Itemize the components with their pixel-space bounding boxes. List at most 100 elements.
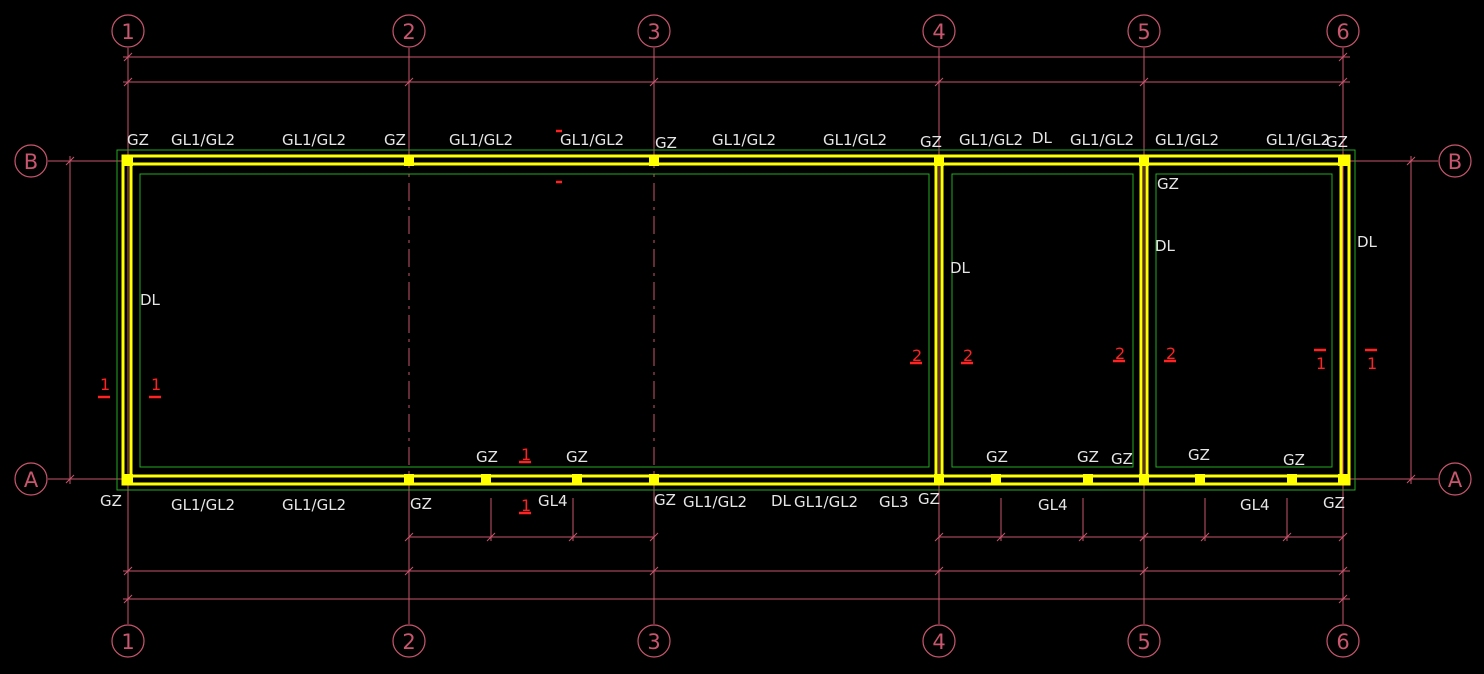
grid-lines <box>48 48 1438 624</box>
member-label: DL <box>950 259 971 277</box>
column-square <box>649 474 659 484</box>
column-square <box>123 474 133 484</box>
section-number: 2 <box>963 346 973 365</box>
member-label: GZ <box>918 490 940 508</box>
member-label: GZ <box>410 495 432 513</box>
member-label: GL1/GL2 <box>282 131 346 149</box>
dim-tick <box>1338 594 1348 604</box>
member-label: DL <box>1032 129 1053 147</box>
dim-tick <box>934 566 944 576</box>
member-label: GZ <box>1111 450 1133 468</box>
member-label: GZ <box>384 131 406 149</box>
column-square <box>1083 474 1093 484</box>
dim-tick <box>123 77 133 87</box>
column-square <box>572 474 582 484</box>
dim-tick <box>1338 532 1348 542</box>
member-label: GL1/GL2 <box>171 131 235 149</box>
member-label: GL1/GL2 <box>794 493 858 511</box>
member-label: GZ <box>566 448 588 466</box>
room-outline <box>951 173 1134 468</box>
section-number: 1 <box>1316 354 1326 373</box>
member-label: DL <box>140 291 161 309</box>
room-outline <box>1155 173 1333 468</box>
member-label: GL1/GL2 <box>282 496 346 514</box>
axis-label: B <box>24 150 38 174</box>
columns <box>123 156 1348 484</box>
dim-tick <box>1139 532 1149 542</box>
column-square <box>1195 474 1205 484</box>
axis-bubble <box>1127 14 1161 48</box>
dim-tick <box>123 52 133 62</box>
axis-bubble <box>14 144 48 178</box>
dim-tick <box>65 156 75 166</box>
dim-tick <box>1338 52 1348 62</box>
dim-tick <box>1406 474 1416 484</box>
member-label: GZ <box>1283 451 1305 469</box>
axis-label: 5 <box>1137 20 1150 44</box>
member-label: GL1/GL2 <box>171 496 235 514</box>
section-number: 1 <box>1367 354 1377 373</box>
section-number: 2 <box>1115 344 1125 363</box>
outer-wall-inner <box>129 162 1343 478</box>
axis-label: 3 <box>647 630 660 654</box>
column-square <box>404 156 414 166</box>
dim-tick <box>1406 156 1416 166</box>
axis-bubble <box>637 624 671 658</box>
column-square <box>404 474 414 484</box>
member-label: GL1/GL2 <box>449 131 513 149</box>
column-square <box>481 474 491 484</box>
axis-bubble <box>111 14 145 48</box>
axis-label: 2 <box>402 20 415 44</box>
column-square <box>1139 474 1149 484</box>
dim-tick <box>1139 77 1149 87</box>
member-label: GL1/GL2 <box>683 493 747 511</box>
column-square <box>1139 156 1149 166</box>
dim-tick <box>123 566 133 576</box>
dim-tick <box>649 532 659 542</box>
dim-tick <box>65 474 75 484</box>
dim-tick <box>1282 532 1292 542</box>
dim-tick <box>1139 566 1149 576</box>
member-label: GZ <box>654 491 676 509</box>
section-number: 2 <box>912 346 922 365</box>
axis-label: 4 <box>932 630 945 654</box>
column-square <box>934 474 944 484</box>
axis-label: 3 <box>647 20 660 44</box>
column-square <box>991 474 1001 484</box>
member-label: GL4 <box>1240 496 1270 514</box>
axis-label: 4 <box>932 20 945 44</box>
member-label: GZ <box>920 133 942 151</box>
axis-bubble <box>1438 462 1472 496</box>
dim-tick <box>934 77 944 87</box>
dim-tick <box>1338 77 1348 87</box>
outline-green <box>116 149 1356 491</box>
axis-label: 1 <box>121 630 134 654</box>
member-label: GZ <box>100 492 122 510</box>
axis-label: 6 <box>1336 20 1349 44</box>
dim-tick <box>404 566 414 576</box>
axis-label: 2 <box>402 630 415 654</box>
member-label: DL <box>1155 237 1176 255</box>
member-label: GL4 <box>538 492 568 510</box>
member-label: GL1/GL2 <box>823 131 887 149</box>
axis-bubble <box>1326 14 1360 48</box>
member-label: GL1/GL2 <box>712 131 776 149</box>
section-number: 1 <box>151 375 161 394</box>
axis-label: 5 <box>1137 630 1150 654</box>
section-number: 1 <box>100 375 110 394</box>
axis-bubble <box>111 624 145 658</box>
member-label: DL <box>1357 233 1378 251</box>
member-label: GL1/GL2 <box>959 131 1023 149</box>
member-label: GZ <box>1323 494 1345 512</box>
column-square <box>1338 474 1348 484</box>
outer-wall <box>121 154 1351 486</box>
member-label: GL4 <box>1038 496 1068 514</box>
member-label: GZ <box>1157 175 1179 193</box>
dim-tick <box>649 77 659 87</box>
column-square <box>1338 156 1348 166</box>
axis-label: 1 <box>121 20 134 44</box>
